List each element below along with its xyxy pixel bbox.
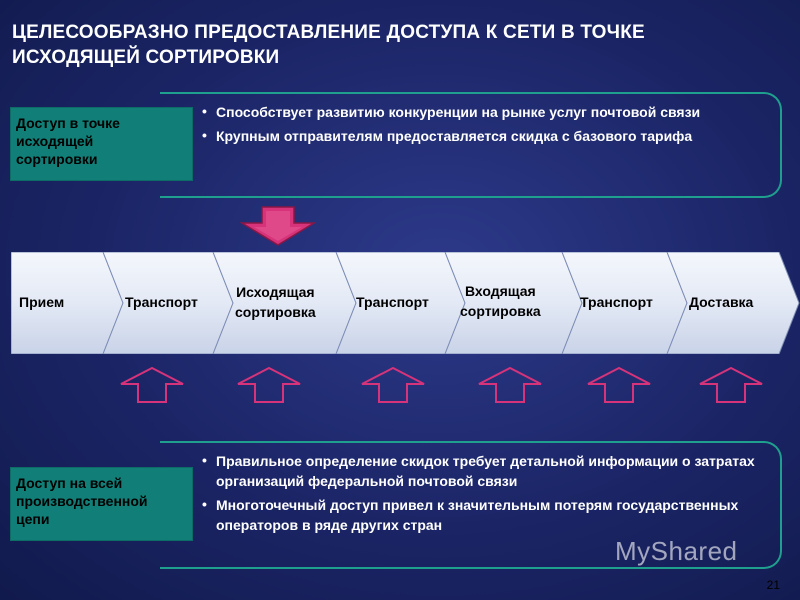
chevron-step-7 bbox=[666, 252, 800, 354]
chevron-step-2 bbox=[102, 252, 234, 354]
up-arrow-icon-3 bbox=[361, 367, 425, 403]
step-label-7: Доставка bbox=[689, 294, 754, 310]
step-label-3: Исходящая сортировка bbox=[235, 284, 316, 320]
bottom-info-frame bbox=[160, 441, 782, 569]
top-bullet-1: Способствует развитию конкуренции на рын… bbox=[200, 101, 770, 122]
slide-title: ЦЕЛЕСООБРАЗНО ПРЕДОСТАВЛЕНИЕ ДОСТУПА К С… bbox=[12, 20, 772, 70]
bottom-bullet-list: Правильное определение скидок требует де… bbox=[200, 450, 770, 539]
bottom-bullet-2: Многоточечный доступ привел к значительн… bbox=[200, 494, 770, 535]
title-line-2: ИСХОДЯЩЕЙ СОРТИРОВКИ bbox=[12, 47, 280, 68]
step-label-5: Входящая сортировка bbox=[460, 283, 541, 319]
up-arrow-icon-6 bbox=[699, 367, 763, 403]
up-arrow-icon-4 bbox=[478, 367, 542, 403]
top-info-frame bbox=[160, 92, 782, 198]
bottom-access-tag: Доступ на всей производственной цепи bbox=[10, 467, 193, 541]
step-label-2: Транспорт bbox=[125, 294, 198, 310]
bottom-tag-line-1: Доступ на всей bbox=[16, 475, 123, 491]
chevron-step-6 bbox=[561, 252, 688, 354]
title-line-1: ЦЕЛЕСООБРАЗНО ПРЕДОСТАВЛЕНИЕ ДОСТУПА К С… bbox=[12, 22, 645, 43]
step-label-1: Прием bbox=[19, 294, 65, 310]
page-number: 21 bbox=[766, 578, 780, 592]
process-chevrons bbox=[11, 252, 800, 354]
top-tag-line-2: исходящей bbox=[16, 133, 94, 149]
step-label-4: Транспорт bbox=[356, 294, 429, 310]
bottom-bullet-1: Правильное определение скидок требует де… bbox=[200, 450, 770, 491]
top-bullet-list: Способствует развитию конкуренции на рын… bbox=[200, 101, 770, 150]
bottom-tag-line-2: производственной bbox=[16, 493, 148, 509]
down-arrow-icon bbox=[240, 206, 316, 246]
chevron-step-5 bbox=[444, 252, 583, 354]
chevron-step-3 bbox=[212, 252, 357, 354]
watermark-logo: MyShared bbox=[615, 536, 738, 566]
top-tag-line-3: сортировки bbox=[16, 151, 98, 167]
up-arrow-icon-5 bbox=[587, 367, 651, 403]
bottom-tag-line-3: цепи bbox=[16, 511, 50, 527]
top-tag-line-1: Доступ в точке bbox=[16, 115, 120, 131]
step-label-6: Транспорт bbox=[580, 294, 653, 310]
chevron-step-4 bbox=[335, 252, 466, 354]
top-access-tag: Доступ в точке исходящей сортировки bbox=[10, 107, 193, 181]
up-arrow-icon-2 bbox=[237, 367, 301, 403]
process-chain: Прием Транспорт Исходящая сортировка Тра… bbox=[11, 252, 800, 354]
top-bullet-2: Крупным отправителям предоставляется ски… bbox=[200, 125, 770, 146]
up-arrow-icon-1 bbox=[120, 367, 184, 403]
